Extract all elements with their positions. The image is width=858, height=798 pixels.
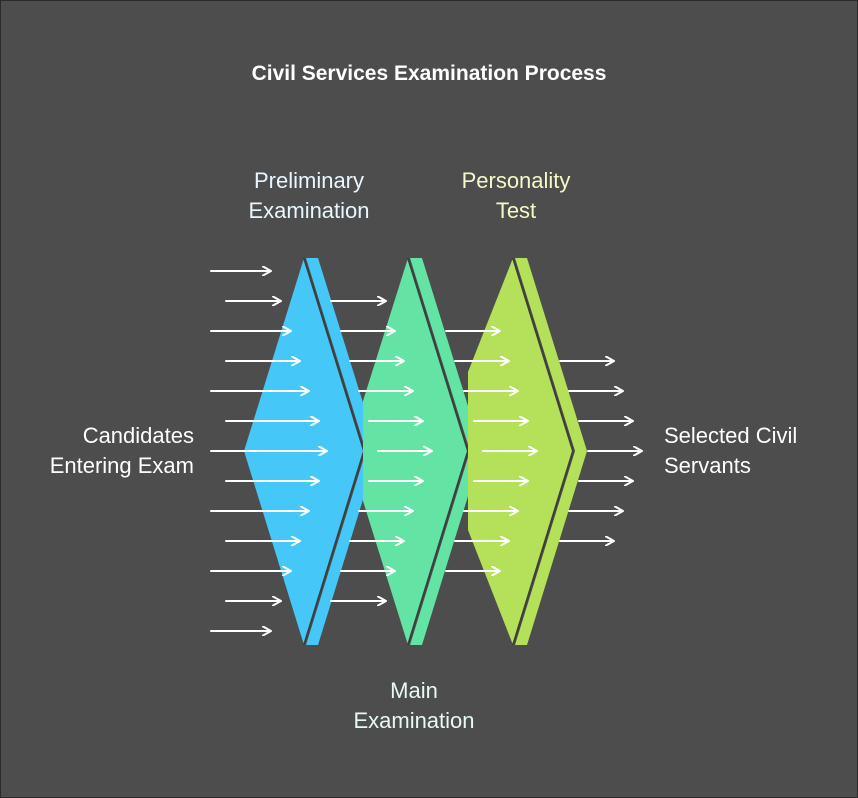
output-label: Selected Civil Servants bbox=[664, 421, 797, 481]
stage-2-edge bbox=[410, 258, 482, 645]
stage-3-edge bbox=[515, 258, 587, 645]
stage-2-label-line-1: Main bbox=[390, 678, 438, 703]
output-label-line-2: Servants bbox=[664, 453, 751, 478]
stage-1-label-line-1: Preliminary bbox=[253, 168, 365, 193]
input-arrows bbox=[210, 271, 326, 631]
stage-3-label-line-2: Test bbox=[495, 198, 537, 223]
input-label-line-2: Entering Exam bbox=[49, 453, 194, 478]
stage-2-label-line-2: Examination bbox=[353, 708, 475, 733]
stage-2-arrows bbox=[330, 301, 431, 601]
output-arrows bbox=[559, 361, 641, 541]
input-label: Candidates Entering Exam bbox=[24, 421, 194, 481]
stage-2-label: Main Examination bbox=[324, 676, 504, 736]
input-label-line-1: Candidates bbox=[82, 423, 194, 448]
stage-3-label: Personality Test bbox=[426, 166, 606, 226]
stage-1-label-line-2: Examination bbox=[248, 198, 370, 223]
output-label-line-1: Selected Civil bbox=[664, 423, 798, 448]
stage-3-edge-line bbox=[512, 257, 575, 646]
stage-1-label: Preliminary Examination bbox=[219, 166, 399, 226]
stage-3-label-line-1: Personality bbox=[461, 168, 571, 193]
stage-3-arrows bbox=[445, 331, 536, 571]
stage-1-edge bbox=[306, 258, 378, 645]
diagram-title: Civil Services Examination Process bbox=[251, 62, 607, 85]
